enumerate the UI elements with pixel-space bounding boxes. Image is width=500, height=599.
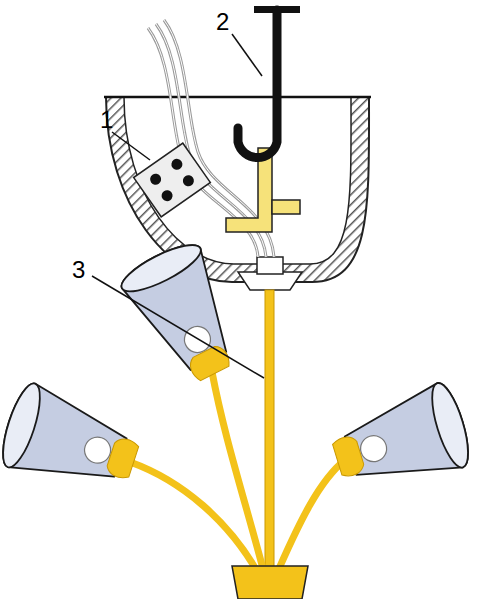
lampshade — [0, 380, 147, 504]
rod-nut — [257, 257, 283, 274]
cup-inner — [124, 97, 351, 264]
terminal-block — [134, 143, 211, 217]
base-cup — [232, 566, 308, 599]
lampshades — [0, 237, 475, 504]
wire-highlight — [148, 20, 274, 257]
rod — [265, 290, 274, 580]
callout-number: 1 — [100, 108, 113, 132]
bracket-tab — [272, 200, 300, 214]
lampshade — [324, 379, 475, 501]
lamp-arms — [130, 372, 345, 580]
leader-lines — [92, 34, 264, 378]
ceiling-line — [104, 96, 371, 99]
lampshade — [116, 237, 254, 394]
callout-number: 2 — [216, 10, 229, 34]
supply-wires — [148, 20, 274, 257]
ceiling-hook — [238, 10, 277, 158]
callout-number: 3 — [72, 258, 85, 282]
